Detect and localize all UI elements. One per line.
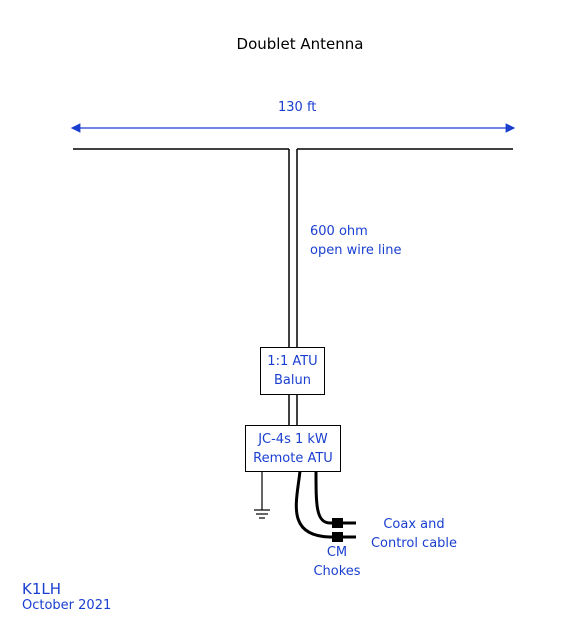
balun-label-line2: Balun [274,373,311,388]
chokes-label: CM Chokes [308,543,366,581]
cable-label-line1: Coax and [383,517,445,532]
chokes-label-line2: Chokes [313,564,361,579]
open-wire-feedline [288,149,298,425]
cable-label: Coax and Control cable [368,515,460,553]
callsign-signature: K1LH [22,580,62,598]
feedline-label-line1: 600 ohm [310,224,368,239]
cm-chokes [332,518,343,542]
remote-atu-box: JC-4s 1 kW Remote ATU [245,425,341,472]
diagram-title: Doublet Antenna [236,35,364,53]
signature-date: October 2021 [22,598,112,613]
feedline-label: 600 ohm open wire line [310,222,401,260]
span-length-label: 130 ft [278,100,317,115]
atu-label-line1: JC-4s 1 kW [258,432,328,447]
feedline-label-line2: open wire line [310,243,402,258]
ground-symbol [254,471,270,519]
balun-box: 1:1 ATU Balun [260,347,325,395]
coax-control-cables [294,470,356,539]
balun-label-line1: 1:1 ATU [267,354,318,369]
atu-label-line2: Remote ATU [253,451,333,466]
chokes-label-line1: CM [326,545,348,560]
cable-label-line2: Control cable [370,536,458,551]
